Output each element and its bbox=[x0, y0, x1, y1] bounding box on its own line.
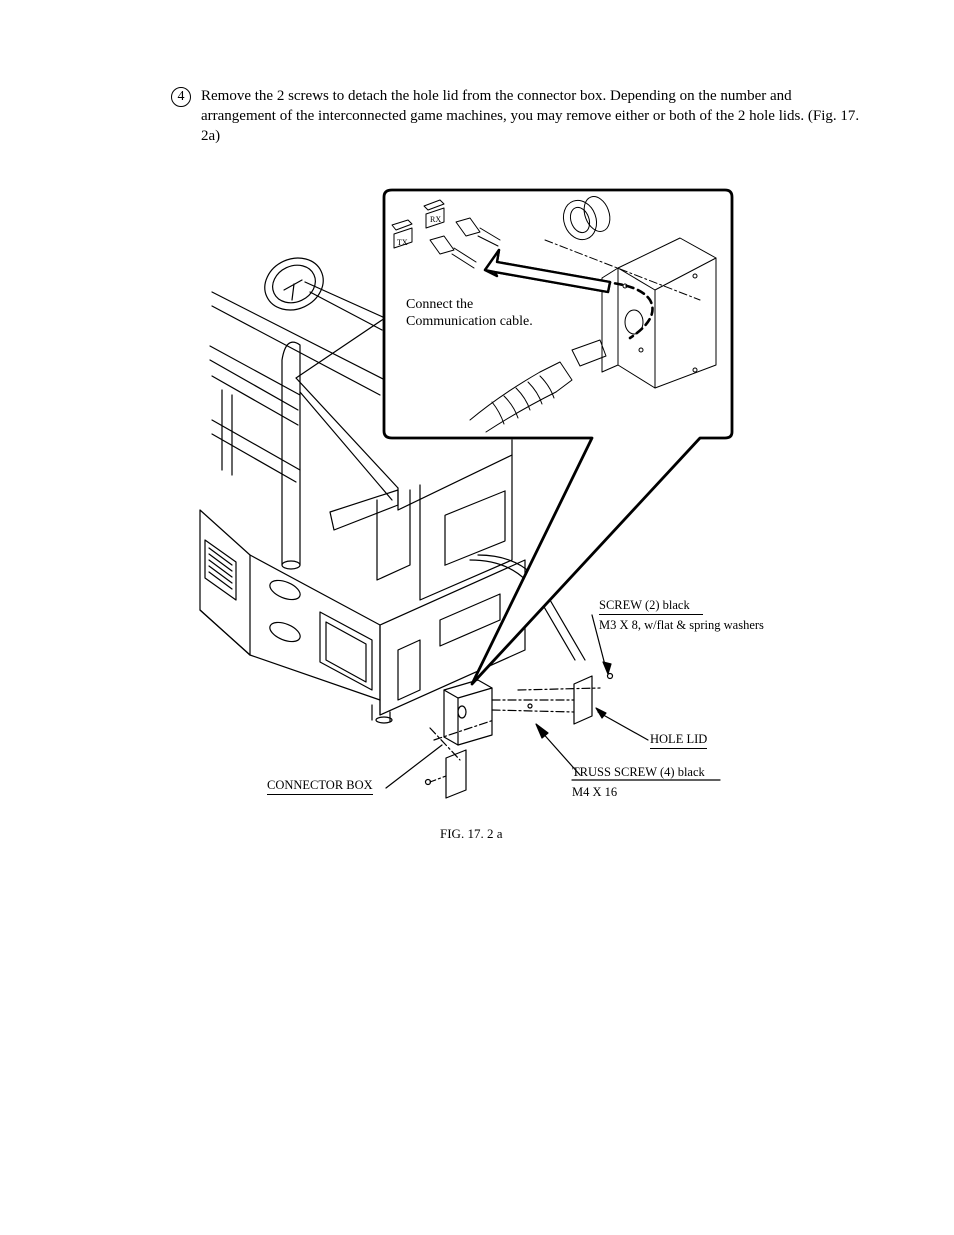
step-text: Remove the 2 screws to detach the hole l… bbox=[201, 88, 860, 144]
truss-screw-spec-label: M4 X 16 bbox=[572, 785, 618, 799]
tx-rx-connectors bbox=[391, 199, 445, 249]
callout-line-2: Communication cable. bbox=[406, 314, 533, 329]
screw-spec-label: M3 X 8, w/flat & spring washers bbox=[599, 618, 764, 632]
truss-screw-icon bbox=[527, 703, 533, 709]
leader-lines bbox=[385, 614, 721, 789]
game-machine-drawing bbox=[199, 257, 586, 724]
screw-label: SCREW (2) black bbox=[599, 598, 703, 615]
tx-label: TX bbox=[397, 238, 408, 247]
hole-lid-label: HOLE LID bbox=[650, 732, 708, 749]
screw-icon bbox=[606, 672, 614, 680]
callout-detail bbox=[391, 196, 717, 433]
rx-label: RX bbox=[430, 215, 442, 224]
callout-text: Connect the Communication cable. bbox=[406, 296, 533, 330]
callout-line-1: Connect the bbox=[406, 297, 474, 312]
callout-balloon bbox=[382, 188, 734, 686]
direction-arrow bbox=[483, 248, 612, 294]
connector-box-drawing bbox=[424, 672, 614, 799]
figure-caption: FIG. 17. 2 a bbox=[440, 826, 503, 841]
connector-box-label: CONNECTOR BOX bbox=[267, 778, 373, 795]
step-number: 4 bbox=[171, 87, 191, 107]
steering-wheel bbox=[264, 257, 386, 331]
truss-screw-label: TRUSS SCREW (4) black bbox=[572, 765, 705, 779]
vent-grille bbox=[204, 539, 237, 601]
